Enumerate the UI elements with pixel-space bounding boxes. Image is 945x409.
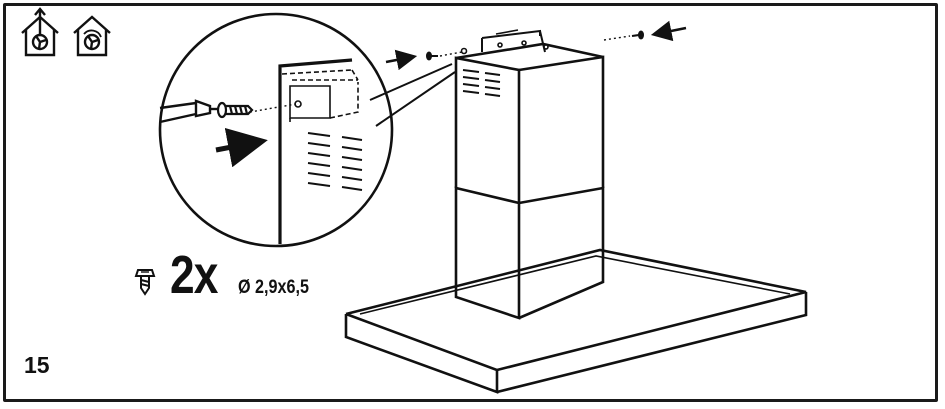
- detail-magnifier: [158, 12, 456, 248]
- ducted-extraction-icon: [21, 7, 59, 57]
- right-screw-icon: [631, 30, 644, 40]
- right-insert-arrow: [650, 20, 687, 42]
- cooker-hood: [344, 29, 808, 394]
- left-screw-dotted-line: [439, 51, 463, 57]
- chimney-vent-slots: [462, 69, 501, 97]
- screw-size: Ø 2,9x6,5: [238, 277, 309, 298]
- screwdriver-icon: [159, 99, 218, 124]
- bracket-holes: [460, 40, 549, 55]
- screw-quantity: 2x: [170, 245, 218, 305]
- push-arrow-detail: [215, 127, 268, 168]
- screw-icon: [134, 269, 156, 296]
- step-number: 15: [24, 352, 50, 378]
- screw-detail-icon: [216, 101, 254, 119]
- recirculation-icon: [73, 15, 111, 57]
- left-screw-icon: [426, 51, 438, 61]
- right-screw-dotted-line: [603, 35, 631, 41]
- left-insert-arrow: [385, 49, 418, 71]
- detail-panel: [249, 58, 363, 244]
- figure-frame: [3, 3, 938, 402]
